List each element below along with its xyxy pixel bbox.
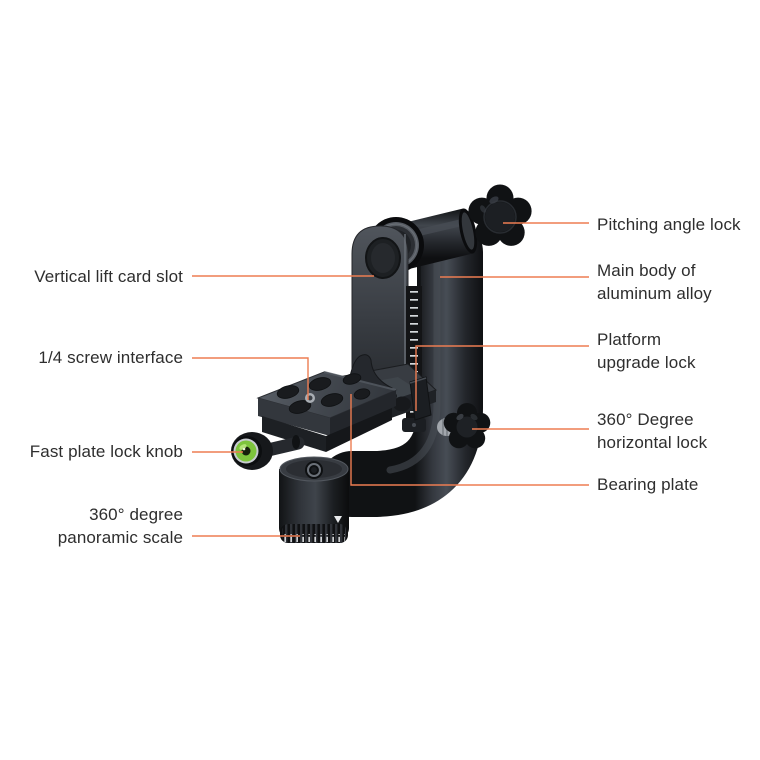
- label-line: 360° Degree: [597, 410, 694, 429]
- label-quarter-screw-interface: 1/4 screw interface: [38, 346, 183, 369]
- label-line: 360° degree: [89, 505, 183, 524]
- callout-line-quarter-screw-interface: [192, 357, 309, 400]
- label-line: Pitching angle lock: [597, 215, 741, 234]
- label-fast-plate-lock-knob: Fast plate lock knob: [30, 440, 183, 463]
- panoramic-base-drum: [279, 456, 349, 543]
- scale-index-marker: [334, 516, 342, 523]
- label-line: Bearing plate: [597, 475, 699, 494]
- callout-line-bearing-plate: [350, 394, 589, 486]
- upgrade-lock-lever: [393, 376, 432, 421]
- callout-line-platform-upgrade-lock: [415, 345, 589, 411]
- label-panoramic-scale: 360° degree panoramic scale: [58, 503, 183, 549]
- horizontal-lock-knob: [437, 403, 491, 449]
- label-line: aluminum alloy: [597, 284, 712, 303]
- label-platform-upgrade-lock: Platform upgrade lock: [597, 328, 696, 374]
- label-line: Platform: [597, 330, 662, 349]
- label-horizontal-lock: 360° Degree horizontal lock: [597, 408, 707, 454]
- label-line: panoramic scale: [57, 528, 183, 547]
- rubber-pads: [276, 373, 371, 414]
- label-line: Fast plate lock knob: [29, 442, 183, 461]
- quarter-screw: [305, 393, 315, 403]
- label-line: Main body of: [597, 261, 696, 280]
- label-pitching-angle-lock: Pitching angle lock: [597, 213, 741, 236]
- quick-release-clamp: [231, 371, 398, 470]
- label-bearing-plate: Bearing plate: [597, 473, 698, 496]
- label-line: horizontal lock: [597, 433, 708, 452]
- plate-lock-knob: [231, 432, 305, 470]
- card-slot: [365, 237, 401, 279]
- label-line: 1/4 screw interface: [38, 348, 183, 367]
- label-vertical-lift-card-slot: Vertical lift card slot: [34, 265, 183, 288]
- pitching-lock-knob: [468, 184, 532, 246]
- label-main-body: Main body of aluminum alloy: [597, 259, 712, 305]
- label-line: upgrade lock: [597, 353, 696, 372]
- label-line: Vertical lift card slot: [34, 267, 183, 286]
- callout-lines: [192, 222, 589, 537]
